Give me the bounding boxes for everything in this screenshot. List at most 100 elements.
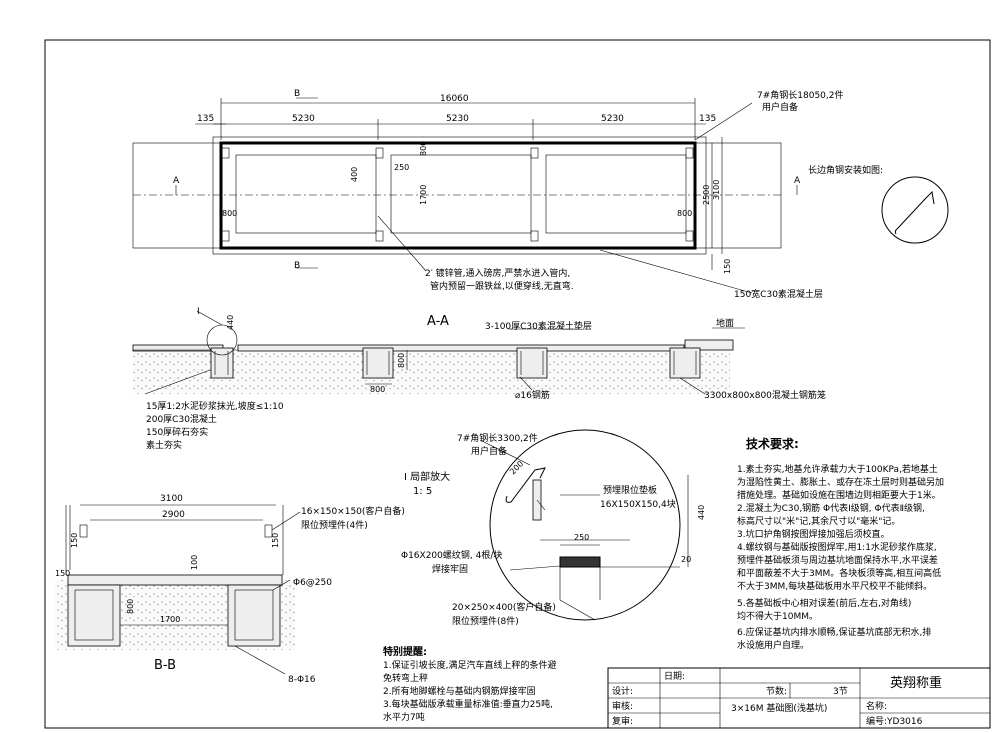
special-line: 3.每块基础版承载重量标准值:垂直力25吨, [383,698,553,710]
rebar-label: ⌀16钢筋 [515,389,550,401]
tb-company: 英翔称重 [890,675,942,691]
detail-dim-250: 250 [574,533,589,542]
concrete-layer-outline [212,136,707,255]
pit-outline [219,141,697,250]
title-block [607,667,991,729]
bb-stirrup: Φ6@250 [293,578,332,588]
angle-install-detail [881,176,949,244]
tech-line: 4.螺纹钢与基础版按图焊牢,用1:1水泥砂浆作底浆, [737,541,937,553]
section-bb [55,504,301,675]
angle-note-line2: 用户自备 [762,101,798,113]
plan-dim-3100: 3100 [712,180,721,200]
layer-2: 200厚C30混凝土 [146,413,217,425]
tb-node-value: 3节 [833,686,848,697]
plan-dim-1700: 1700 [419,185,428,205]
special-line: 1.保证引坡长度,满足汽车直线上秤的条件避 [383,659,556,671]
section-bb-title: B-B [154,658,176,673]
angle-note-line1: 7#角钢长18050,2件 [757,89,844,101]
detail-dim-20: 20 [681,555,691,564]
bb-dim-100: 100 [190,555,199,570]
plan-dim-800-mid: 800 [419,141,428,156]
special-title: 特别提醒: [383,645,427,658]
angle-install-note: 长边角钢安装如图: [808,164,883,176]
detail-angle-line1: 7#角钢长3300,2件 [457,432,538,444]
tb-code: 编号:YD3016 [866,715,923,727]
tech-line: 措施处理。基础如设施在围墙边则相距要大于1米。 [737,489,941,501]
tech-line: 和平面蔽差不大于3MM。各块板须等高,相互间高低 [737,567,941,579]
detail-i-title: I 局部放大 [404,470,450,483]
special-line: 免转弯上秤 [383,672,428,684]
bb-dim-150b: 150 [271,533,280,548]
detail-i [479,429,689,621]
bb-embed-line1: 16×150×150(客户自备) [301,505,405,517]
dim-top-3: 5230 [446,114,469,124]
pad-note: 3-100厚C30素混凝土垫层 [485,320,592,332]
tech-line: 预埋件基础板须与周边基坑地面保持水平,水平误差 [737,554,938,566]
tech-line: 为湿陷性黄土、膨胀土、或存在冻土层时则基础另加 [737,476,944,488]
tech-line: 6.应保证基坑内排水顺畅,保证基坑底部无积水,排 [737,626,931,638]
tb-date: 日期: [664,671,685,682]
detail-embed-line2: 限位预埋件(8件) [452,615,519,627]
detail-plate-line1: 预埋限位垫板 [603,484,657,496]
plan-dim-800-left: 800 [222,209,237,218]
tb-name-label: 名称: [866,700,887,712]
pipe-note-line2: 管内预留一跟铁丝,以便穿线,无直弯. [430,280,574,292]
tech-line: 水设施用户自理。 [737,639,809,651]
detail-bolt-line2: 焊接牢固 [432,563,468,575]
layer-4: 素土夯实 [146,439,182,451]
platform-1 [235,154,377,234]
bb-embed-line2: 限位预埋件(4件) [301,519,368,531]
tb-node-label: 节数: [766,685,787,697]
tech-line: 1.素土夯实,地基允许承载力大于100KPa,若地基土 [737,463,938,475]
base-plates [221,147,694,242]
drawing-border [44,39,991,729]
detail-i-scale: 1: 5 [413,486,432,497]
detail-dim-200: 200 [508,459,525,476]
detail-embed-line1: 20×250×400(客户自备) [452,601,556,613]
layer-1: 15厚1:2水泥砂浆抹光,坡度≤1:10 [146,400,284,412]
dim-top-5: 135 [699,114,716,124]
tech-line: 均不得大于10MM。 [737,610,818,622]
detail-angle-line2: 用户自备 [471,445,507,457]
bb-dim-150a: 150 [70,533,79,548]
overall-length-dim: 16060 [440,94,469,104]
bb-dim-2900: 2900 [162,510,185,520]
aa-dim-800-bottom: 800 [370,385,385,394]
ground-label: 地面 [716,317,734,329]
tech-line: 5.各基础板中心相对误差(前后,左右,对角线) [737,597,911,609]
tb-drawing-title: 3×16M 基础图(浅基坑) [731,702,827,714]
dim-top-2: 5230 [292,114,315,124]
plan-dim-400: 400 [350,167,359,182]
section-b-marker-bottom: B [294,261,300,271]
bb-bars: 8-Φ16 [288,675,316,685]
tb-design: 设计: [612,685,633,697]
tech-line: 3.坑口护角钢按图焊接加强后须校直。 [737,528,890,540]
layer-3: 150厚碎石夯实 [146,426,208,438]
special-line: 水平力7吨 [383,711,425,723]
special-reminder: 1.保证引坡长度,满足汽车直线上秤的条件避 免转弯上秤 2.所有地脚螺栓与基础内… [383,659,556,723]
section-a-marker-right: A [794,176,801,186]
concrete-layer-note: 150宽C30素混凝土层 [734,288,823,300]
platform-2 [390,154,532,234]
special-line: 2.所有地脚螺栓与基础内钢筋焊接牢固 [383,685,536,697]
plan-dim-150: 150 [723,259,732,274]
tb-check: 审核: [612,700,633,712]
section-b-marker-top: B [294,89,300,99]
bb-dim-1700: 1700 [160,615,180,624]
section-aa-title: A-A [427,314,449,329]
dim-top-4: 5230 [601,114,624,124]
approach-slab [132,142,782,249]
plan-view [132,97,798,294]
tb-review: 复审: [612,715,633,727]
pipe-note-line1: 2′ 镀锌管,通入磅房,严禁水进入管内, [425,267,570,279]
detail-plate-line2: 16X150X150,4块 [600,498,676,510]
tech-line: 不大于3MM,每块基础板用水平尺校平不能倾斜。 [737,580,932,592]
plan-dim-250: 250 [394,163,409,172]
tech-line: 2.混凝土为C30,钢筋 Φ代表Ⅰ级钢, Φ代表Ⅱ级钢, [737,502,925,514]
aa-dim-440: 440 [226,315,235,330]
section-aa [132,310,745,395]
detail-dim-440: 440 [697,505,706,520]
bb-dim-150c: 150 [55,569,70,578]
bb-dim-3100: 3100 [160,494,183,504]
